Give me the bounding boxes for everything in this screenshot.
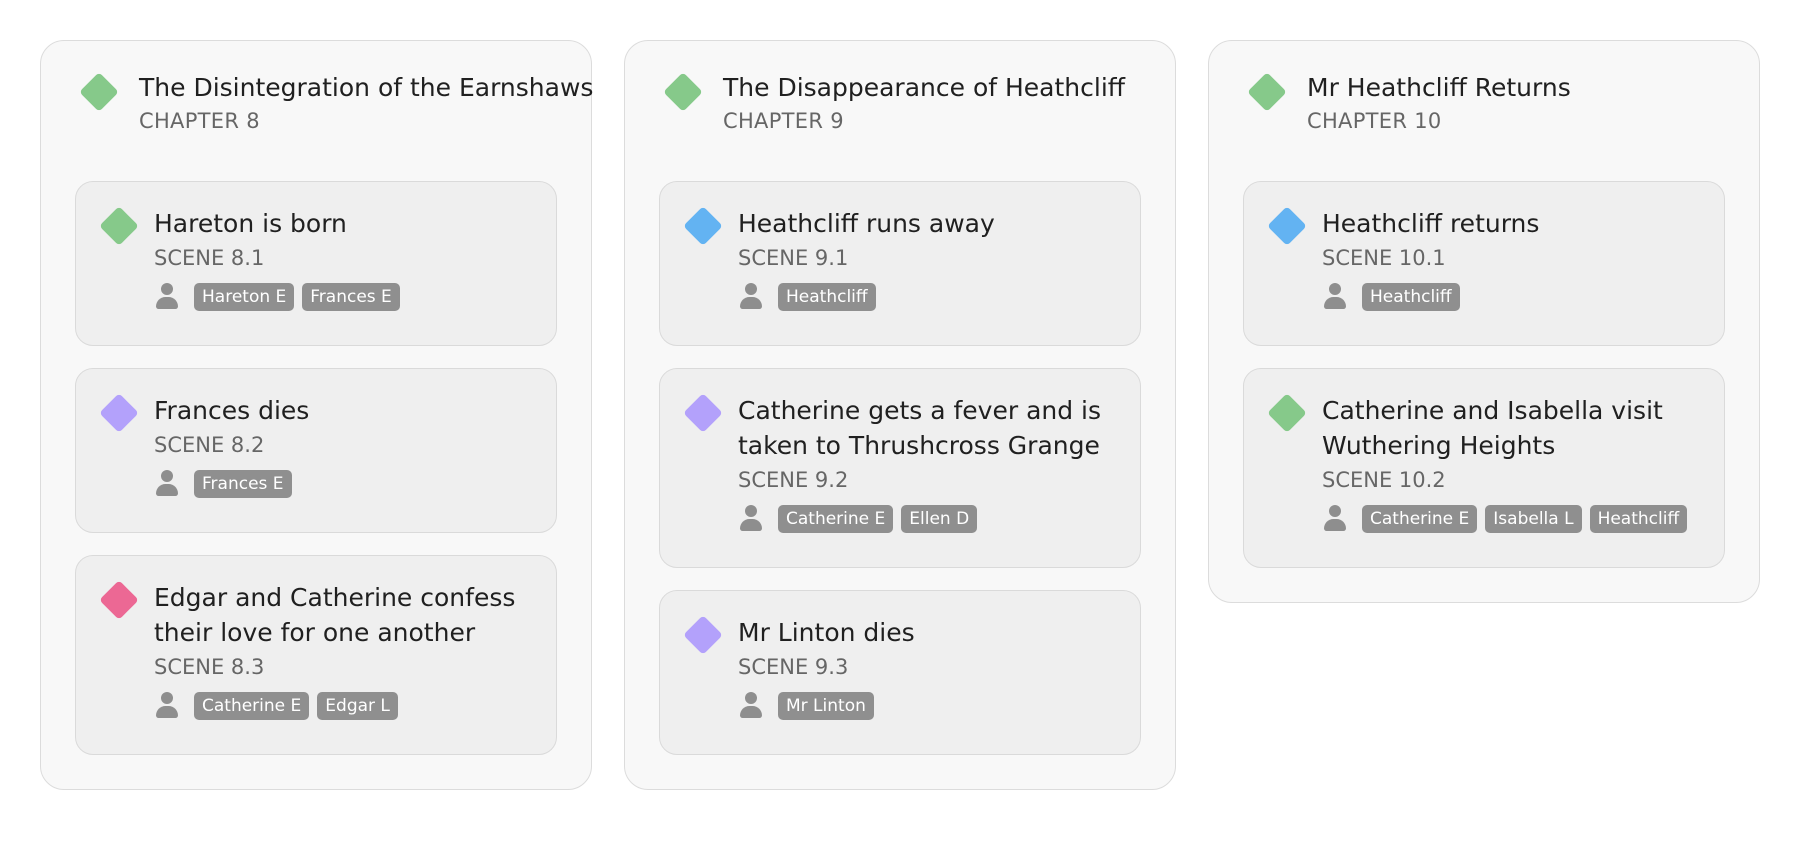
- scene-card[interactable]: Heathcliff returns SCENE 10.1 Heathcliff: [1243, 181, 1725, 346]
- character-tag[interactable]: Frances E: [302, 283, 400, 311]
- diamond-icon: [683, 206, 723, 246]
- diamond-icon: [683, 615, 723, 655]
- character-list: Mr Linton: [738, 692, 1118, 720]
- person-icon: [154, 692, 180, 720]
- scene-title: Heathcliff runs away: [738, 209, 995, 238]
- scene-list: Heathcliff runs away SCENE 9.1 Heathclif…: [659, 181, 1141, 755]
- diamond-icon: [99, 393, 139, 433]
- character-tag[interactable]: Hareton E: [194, 283, 295, 311]
- scene-title: Catherine and Isabella visit Wuthering H…: [1322, 396, 1663, 460]
- diamond-icon: [663, 72, 703, 112]
- person-icon: [1322, 505, 1348, 533]
- scene-card[interactable]: Frances dies SCENE 8.2 Frances E: [75, 368, 557, 533]
- person-icon: [738, 505, 764, 533]
- chapter-title: The Disintegration of the Earnshaws: [139, 73, 594, 102]
- person-icon: [738, 283, 764, 311]
- chapter-header: The Disintegration of the Earnshaws CHAP…: [79, 71, 594, 137]
- scene-card[interactable]: Edgar and Catherine confess their love f…: [75, 555, 557, 755]
- person-icon: [738, 692, 764, 720]
- scene-number: SCENE 10.2: [1322, 468, 1446, 492]
- scene-title: Hareton is born: [154, 209, 347, 238]
- chapter-title: Mr Heathcliff Returns: [1307, 73, 1571, 102]
- character-list: Frances E: [154, 470, 534, 498]
- character-tag[interactable]: Mr Linton: [778, 692, 874, 720]
- diamond-icon: [99, 580, 139, 620]
- diamond-icon: [99, 206, 139, 246]
- character-tag[interactable]: Catherine E: [1362, 505, 1478, 533]
- scene-title: Mr Linton dies: [738, 618, 915, 647]
- chapter-card[interactable]: The Disappearance of Heathcliff CHAPTER …: [624, 40, 1176, 790]
- diamond-icon: [79, 72, 119, 112]
- chapter-title: The Disappearance of Heathcliff: [723, 73, 1125, 102]
- scene-card[interactable]: Hareton is born SCENE 8.1 Hareton E Fran…: [75, 181, 557, 346]
- chapter-card[interactable]: Mr Heathcliff Returns CHAPTER 10 Heathcl…: [1208, 40, 1760, 603]
- diamond-icon: [1267, 206, 1307, 246]
- scene-number: SCENE 8.2: [154, 433, 265, 457]
- character-list: Catherine E Edgar L: [154, 692, 534, 720]
- scene-title: Frances dies: [154, 396, 310, 425]
- scene-number: SCENE 9.1: [738, 246, 849, 270]
- character-tag[interactable]: Frances E: [194, 470, 292, 498]
- character-list: Catherine E Isabella L Heathcliff: [1322, 505, 1702, 533]
- scene-number: SCENE 8.1: [154, 246, 265, 270]
- scene-number: SCENE 9.3: [738, 655, 849, 679]
- scene-list: Heathcliff returns SCENE 10.1 Heathcliff…: [1243, 181, 1725, 568]
- scene-number: SCENE 9.2: [738, 468, 849, 492]
- scene-card[interactable]: Catherine gets a fever and is taken to T…: [659, 368, 1141, 568]
- chapter-header: The Disappearance of Heathcliff CHAPTER …: [663, 71, 1141, 137]
- scene-title: Heathcliff returns: [1322, 209, 1540, 238]
- chapter-card[interactable]: The Disintegration of the Earnshaws CHAP…: [40, 40, 594, 790]
- diamond-icon: [1267, 393, 1307, 433]
- chapter-number: CHAPTER 9: [723, 109, 844, 133]
- scene-card[interactable]: Catherine and Isabella visit Wuthering H…: [1243, 368, 1725, 568]
- scene-card[interactable]: Mr Linton dies SCENE 9.3 Mr Linton: [659, 590, 1141, 755]
- character-list: Hareton E Frances E: [154, 283, 534, 311]
- person-icon: [154, 283, 180, 311]
- scene-number: SCENE 8.3: [154, 655, 265, 679]
- character-tag[interactable]: Ellen D: [901, 505, 978, 533]
- character-list: Heathcliff: [1322, 283, 1702, 311]
- chapter-number: CHAPTER 10: [1307, 109, 1442, 133]
- scene-list: Hareton is born SCENE 8.1 Hareton E Fran…: [75, 181, 557, 755]
- chapter-header: Mr Heathcliff Returns CHAPTER 10: [1247, 71, 1725, 137]
- character-list: Heathcliff: [738, 283, 1118, 311]
- character-tag[interactable]: Heathcliff: [1362, 283, 1460, 311]
- chapter-number: CHAPTER 8: [139, 109, 260, 133]
- person-icon: [1322, 283, 1348, 311]
- character-list: Catherine E Ellen D: [738, 505, 1118, 533]
- diamond-icon: [1247, 72, 1287, 112]
- scene-number: SCENE 10.1: [1322, 246, 1446, 270]
- character-tag[interactable]: Heathcliff: [1589, 505, 1688, 533]
- scene-card[interactable]: Heathcliff runs away SCENE 9.1 Heathclif…: [659, 181, 1141, 346]
- character-tag[interactable]: Catherine E: [778, 505, 894, 533]
- character-tag[interactable]: Edgar L: [317, 692, 398, 720]
- character-tag[interactable]: Catherine E: [194, 692, 310, 720]
- scene-title: Catherine gets a fever and is taken to T…: [738, 396, 1102, 460]
- character-tag[interactable]: Heathcliff: [778, 283, 876, 311]
- scene-title: Edgar and Catherine confess their love f…: [154, 583, 516, 647]
- character-tag[interactable]: Isabella L: [1485, 505, 1582, 533]
- person-icon: [154, 470, 180, 498]
- diamond-icon: [683, 393, 723, 433]
